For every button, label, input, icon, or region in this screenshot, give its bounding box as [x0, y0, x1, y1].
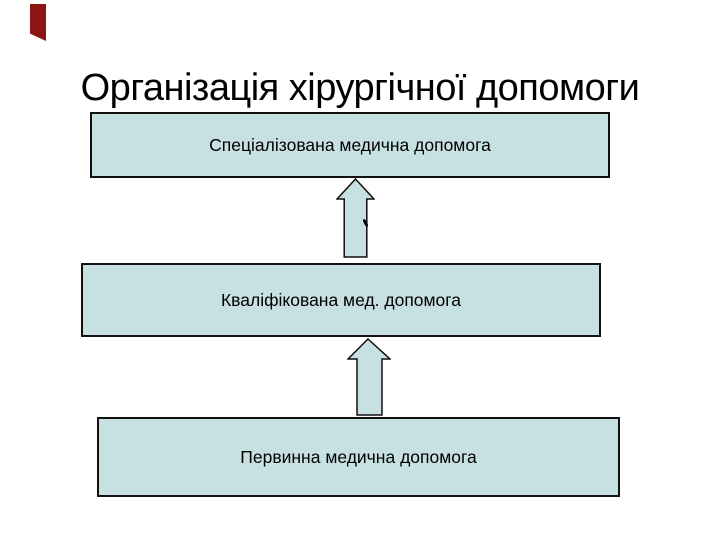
box-qualified-care: Кваліфікована мед. допомога: [81, 263, 601, 337]
bookmark-icon: [30, 4, 46, 41]
box-specialized-care-label: Спеціалізована медична допомога: [209, 134, 491, 155]
page-title: Організація хірургічної допомоги: [80, 67, 640, 110]
up-arrow-icon: [347, 338, 391, 416]
box-qualified-care-label: Кваліфікована мед. допомога: [220, 289, 462, 310]
box-primary-care-label: Первинна медична допомога: [240, 446, 477, 467]
arrow-primary-to-qualified: [347, 338, 391, 416]
box-primary-care: Первинна медична допомога: [97, 417, 620, 497]
arrow-qualified-to-specialized: [336, 178, 375, 258]
up-arrow-icon: [336, 178, 375, 258]
box-specialized-care: Спеціалізована медична допомога: [90, 112, 610, 178]
